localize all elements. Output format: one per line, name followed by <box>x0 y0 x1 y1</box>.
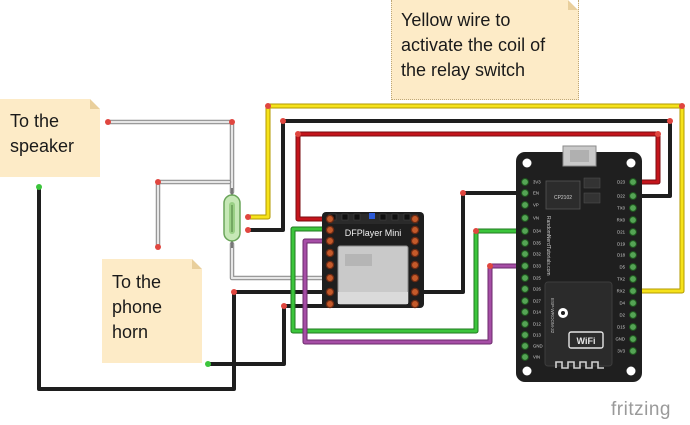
esp32-pin-label: D26 <box>533 287 541 292</box>
esp32-site: RandomNerdTutorials.com <box>545 216 551 276</box>
green-rx-wire <box>290 226 528 334</box>
purple-tx-wire <box>302 238 528 345</box>
esp32-pin-label: D2 <box>620 313 626 318</box>
esp32-pin-label: D21 <box>617 230 625 235</box>
esp32-pin-label: D13 <box>533 333 541 338</box>
esp32-pin-label: D4 <box>620 301 626 306</box>
esp32-left-pins <box>521 178 529 361</box>
note-relay-coil: Yellow wire to activate the coil of the … <box>391 0 579 100</box>
esp32-pin-label: D19 <box>617 242 625 247</box>
relay-to-dfplayer-wire <box>229 241 333 281</box>
esp32-pin-label: RX0 <box>617 218 626 223</box>
wire-endpoints <box>36 103 685 367</box>
esp32-right-pins <box>629 178 637 355</box>
esp32-pin-label: EN <box>533 191 539 196</box>
note-relay-coil-text: Yellow wire to activate the coil of the … <box>401 10 546 80</box>
note-fold-corner <box>192 259 202 269</box>
note-fold-corner <box>568 0 578 10</box>
wifi-logo-text: WiFi <box>577 336 596 346</box>
esp32-pin-label: TX2 <box>617 277 625 282</box>
esp32-pin-label: GND <box>533 344 543 349</box>
esp32-pin-label: D5 <box>620 265 626 270</box>
note-phone-horn-text: To the phone horn <box>112 272 163 342</box>
esp32-pin-label: GND <box>615 337 625 342</box>
esp32-pin-label: 3V3 <box>617 349 625 354</box>
wroom-module <box>544 281 613 367</box>
dfplayer-right-pins <box>410 214 420 309</box>
note-phone-horn: To the phone horn <box>102 259 202 363</box>
fritzing-watermark: fritzing <box>611 399 671 420</box>
esp32-pin-label: 3V3 <box>533 180 541 185</box>
dfplayer-left-pins <box>325 214 335 309</box>
esp32-pin-label: RX2 <box>617 289 626 294</box>
dfplayer-module: DFPlayer Mini <box>322 212 424 309</box>
reed-relay <box>223 188 241 248</box>
esp32-pin-label: VN <box>533 216 539 221</box>
esp32-pin-label: D15 <box>617 325 625 330</box>
note-speaker-text: To the speaker <box>10 111 75 156</box>
black-signal-wire <box>411 191 527 294</box>
esp32-pin-label: VIN <box>533 355 540 360</box>
esp32-pin-label: D25 <box>533 276 541 281</box>
esp32-pin-label: TX0 <box>617 206 625 211</box>
esp32-pin-label: D33 <box>533 264 541 269</box>
esp32-pin-label: D35 <box>533 241 541 246</box>
esp32-pin-label: VP <box>533 203 539 208</box>
esp32-pin-label: D27 <box>533 299 541 304</box>
note-fold-corner <box>90 99 100 109</box>
usb-chip <box>545 180 581 210</box>
usb-chip-label: CP2102 <box>554 195 572 201</box>
esp32-pin-label: D14 <box>533 310 541 315</box>
yellow-coil-wire <box>245 103 685 294</box>
esp32-pin-label: D18 <box>617 253 625 258</box>
dfplayer-label: DFPlayer Mini <box>345 228 402 238</box>
speaker-lead-wire-2 <box>155 179 232 250</box>
esp32-pin-label: D32 <box>533 252 541 257</box>
esp32-pin-label: D12 <box>533 322 541 327</box>
esp32-pin-label: D23 <box>617 180 625 185</box>
note-speaker: To the speaker <box>0 99 100 177</box>
red-vin-wire <box>295 131 661 222</box>
black-gnd-wire <box>246 119 672 232</box>
esp32-pin-label: D22 <box>617 194 625 199</box>
esp32-board: CP2102 RandomNerdTutorials.com ESP-WROOM… <box>516 145 642 382</box>
esp32-pin-label: D34 <box>533 229 541 234</box>
wroom-module-label: ESP-WROOM-32 <box>550 298 555 334</box>
